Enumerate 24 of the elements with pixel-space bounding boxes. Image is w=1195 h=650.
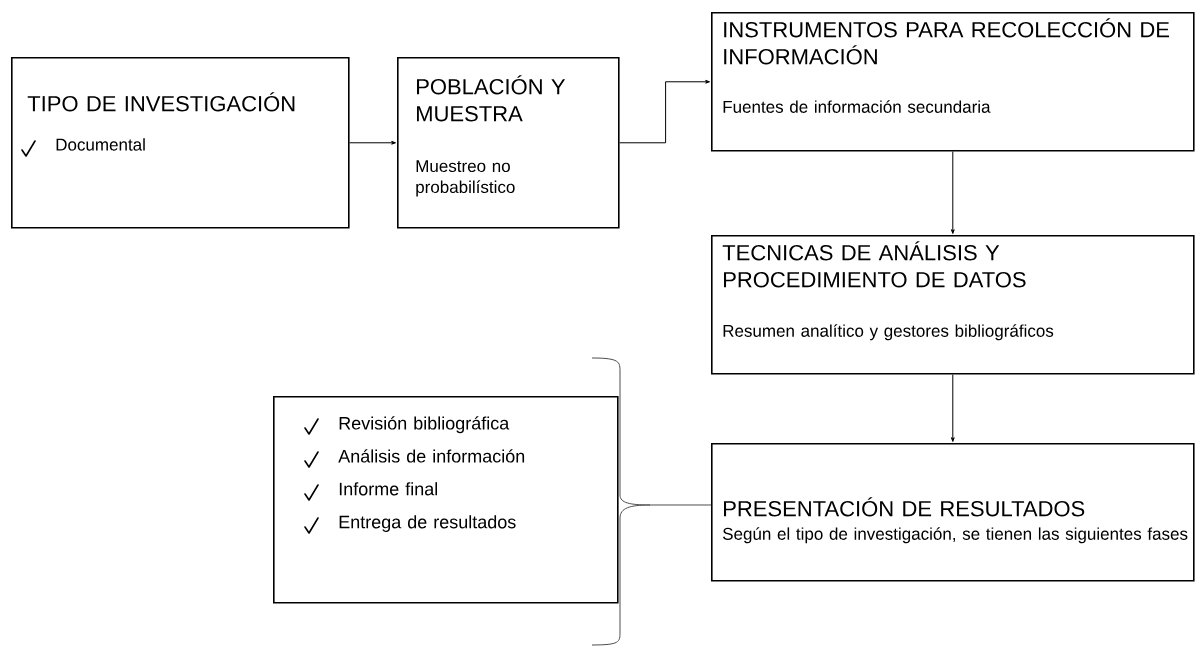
arrow (950, 151, 955, 234)
arrow (349, 140, 396, 145)
arrow (619, 79, 710, 144)
box-text: Informe final (339, 482, 438, 496)
box-text: Según el tipo de investigación, se tienen las siguientes fases (722, 527, 1188, 544)
list-box (273, 396, 619, 604)
process-box (11, 57, 350, 229)
box-heading: TIPO DE INVESTIGACIÓN (27, 92, 295, 112)
box-text: Análisis de información (338, 449, 525, 463)
process-box (711, 12, 1195, 152)
process-box (711, 235, 1195, 375)
box-heading: INSTRUMENTOS PARA RECOLECCIÓN DE INFORMACIÓN (724, 18, 1170, 65)
box-heading: PRESENTACIÓN DE RESULTADOS (724, 497, 1085, 517)
box-heading: POBLACIÓN Y MUESTRA (417, 75, 566, 122)
box-text: Revisión bibliográfica (339, 416, 510, 434)
box-text: Fuentes de información secundaria (723, 100, 991, 113)
process-box (397, 57, 620, 229)
box-text: Resumen analítico y gestores bibliográficos (723, 324, 1054, 341)
box-heading: TECNICAS DE ANÁLISIS Y PROCEDIMIENTO DE DATOS (722, 241, 1026, 288)
arrow (950, 374, 955, 442)
box-text: Documental (56, 138, 145, 151)
box-text: Muestreo no probabilístico (416, 160, 515, 197)
box-text: Entrega de resultados (339, 515, 516, 532)
process-box (711, 443, 1195, 582)
